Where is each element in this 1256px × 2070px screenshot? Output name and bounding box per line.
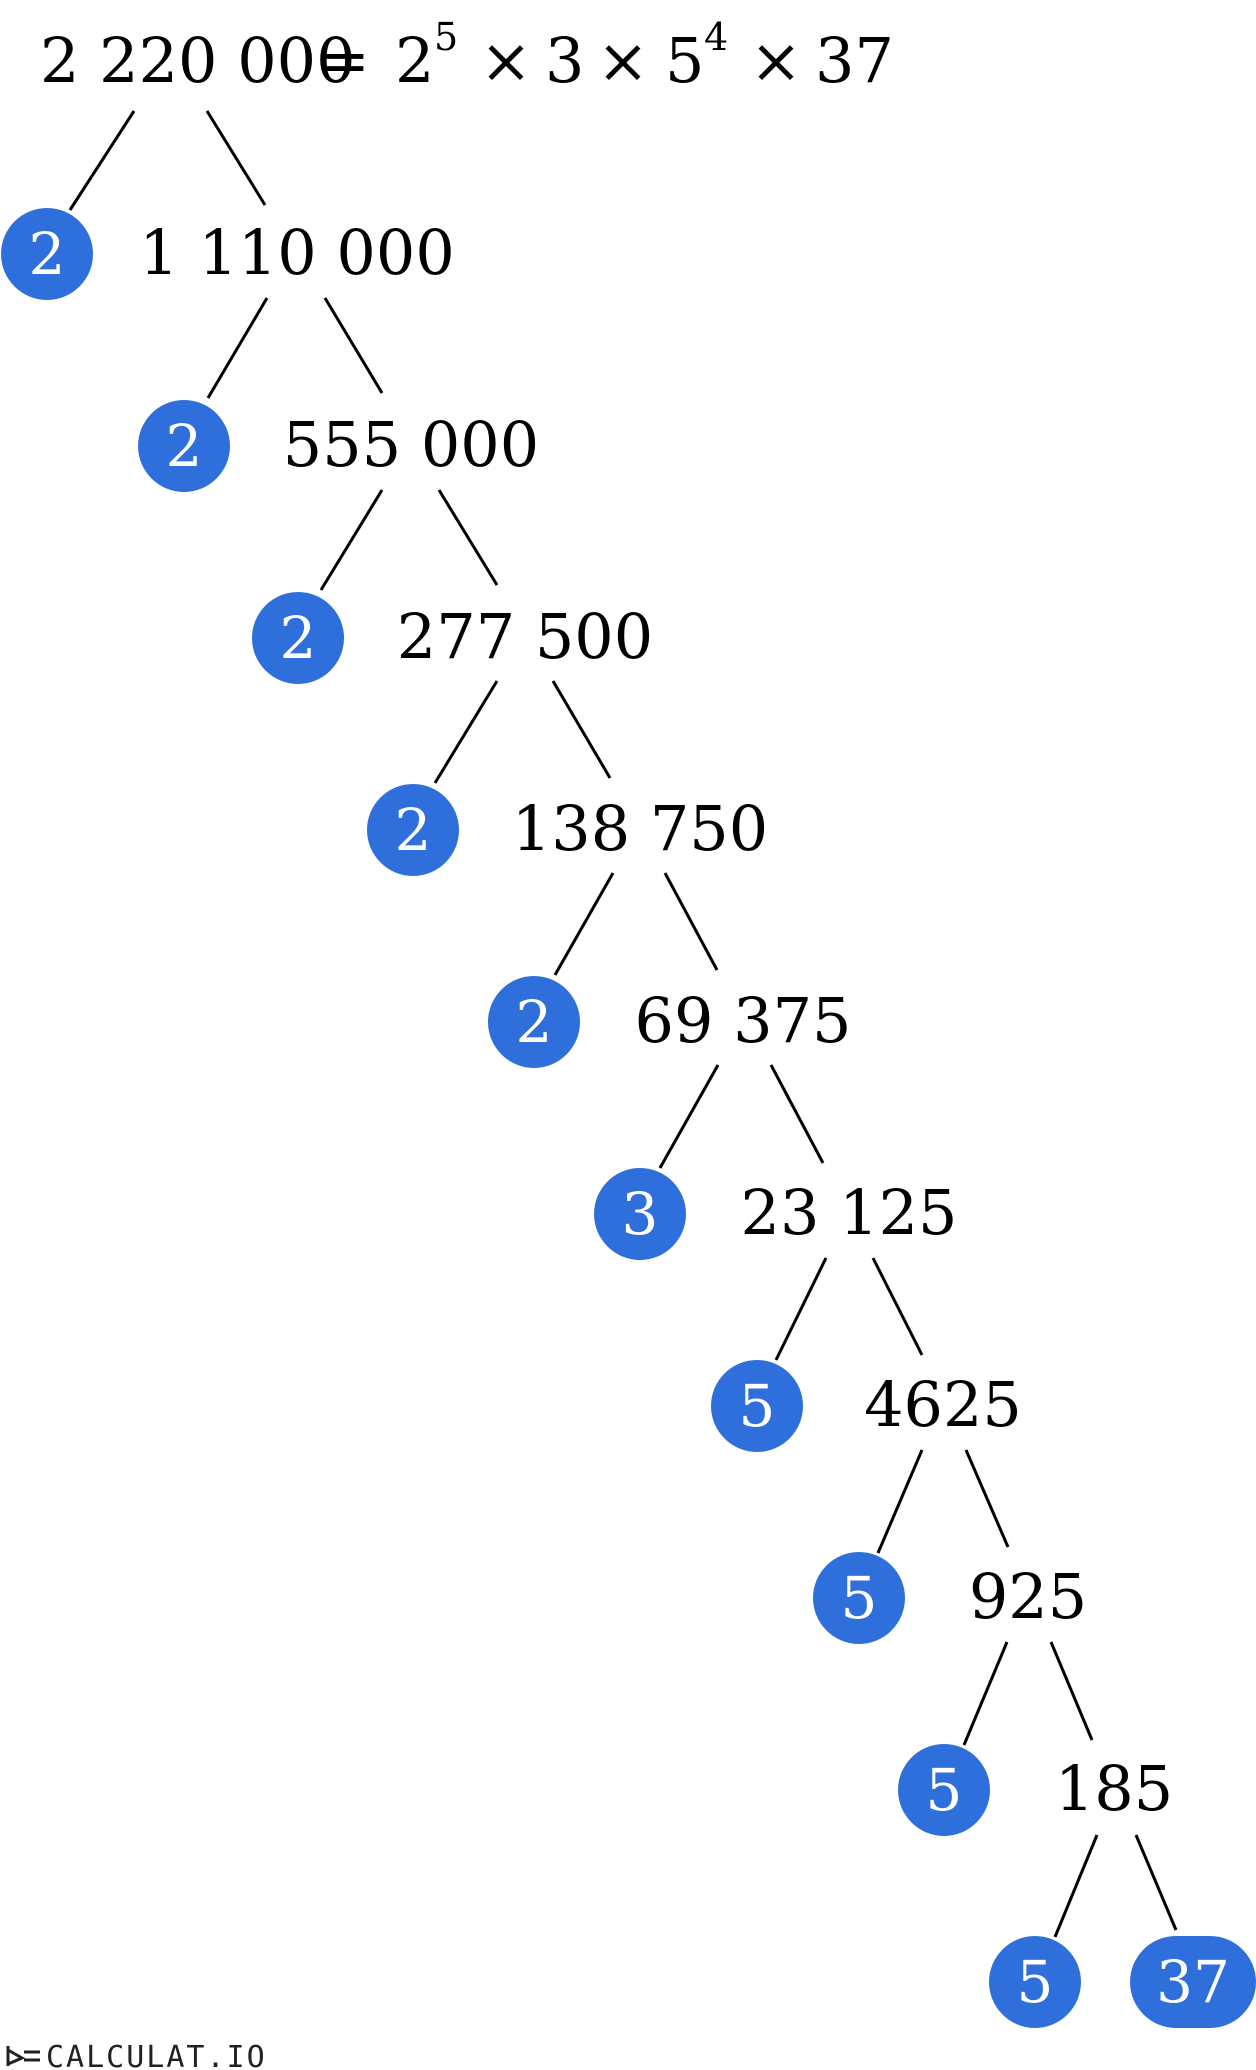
tree-edge	[206, 297, 269, 399]
tree-edge	[319, 489, 384, 591]
prime-factor-label: 37	[1156, 1948, 1230, 2016]
equation-number: 2 220 000	[40, 24, 356, 97]
tree-edge	[962, 1641, 1009, 1746]
prime-factor-label: 2	[166, 412, 203, 480]
prime-factor-node: 2	[1, 208, 93, 300]
equation-times: ×	[597, 24, 649, 97]
prime-factor-label: 2	[516, 988, 553, 1056]
quotient-label: 185	[1055, 1752, 1173, 1825]
tree-edge	[323, 297, 384, 394]
equation-term-base: 3	[545, 24, 584, 97]
equation-equals: =	[318, 24, 370, 97]
brand-logo: CALCULAT.IO	[6, 2040, 267, 2070]
equation-times: ×	[480, 24, 532, 97]
prime-factor-node: 5	[989, 1936, 1081, 2028]
quotient-label: 277 500	[397, 600, 653, 673]
prime-factor-label: 2	[395, 796, 432, 864]
prime-factor-label: 3	[622, 1180, 659, 1248]
prime-factor-node: 2	[138, 400, 230, 492]
prime-factor-label: 5	[926, 1756, 963, 1824]
prime-factor-node: 5	[711, 1360, 803, 1452]
tree-edges	[68, 110, 1178, 1938]
prime-factor-node: 37	[1130, 1936, 1256, 2028]
quotient-label: 555 000	[283, 408, 539, 481]
equation-times: ×	[750, 24, 802, 97]
prime-factor-node: 3	[594, 1168, 686, 1260]
quotient-label: 1 110 000	[139, 216, 455, 289]
tree-edge	[68, 110, 136, 211]
tree-edge	[1049, 1641, 1094, 1741]
tree-edge	[1134, 1834, 1178, 1931]
tree-edge	[437, 489, 499, 586]
tree-edge	[774, 1257, 828, 1361]
tree-edge	[663, 872, 719, 971]
tree-edge	[876, 1449, 924, 1554]
tree-edge	[769, 1064, 825, 1164]
prime-factor-label: 2	[280, 604, 317, 672]
tree-edge	[871, 1257, 924, 1356]
tree-edge	[553, 872, 615, 976]
tree-edge	[964, 1449, 1010, 1548]
equation-term-base: 37	[815, 24, 894, 97]
quotient-nodes: 1 110 000 555 000 277 500 138 750 69 375…	[139, 216, 1173, 1825]
quotient-label: 4625	[864, 1368, 1022, 1441]
tree-edge	[433, 680, 499, 784]
prime-factor-label: 2	[29, 220, 66, 288]
prime-factor-label: 5	[1017, 1948, 1054, 2016]
prime-factor-nodes: 2 2 2 2 2 3 5 5	[1, 208, 1256, 2028]
prime-factor-label: 5	[739, 1372, 776, 1440]
equation-term-exponent: 5	[434, 15, 458, 59]
factorization-equation: 2 220 000 = 2 5 × 3 × 5 4 × 37	[40, 15, 894, 97]
tree-edge	[658, 1064, 720, 1169]
brand-logo-text: CALCULAT.IO	[46, 2040, 267, 2070]
prime-factor-label: 5	[841, 1564, 878, 1632]
prime-factor-node: 5	[898, 1744, 990, 1836]
equation-term-exponent: 4	[704, 15, 728, 59]
quotient-label: 138 750	[512, 792, 768, 865]
quotient-label: 925	[969, 1560, 1087, 1633]
quotient-label: 69 375	[635, 984, 852, 1057]
prime-factor-node: 2	[252, 592, 344, 684]
prime-factor-node: 5	[813, 1552, 905, 1644]
equation-term-base: 2	[395, 24, 434, 97]
tree-edge	[551, 680, 612, 779]
calculat-logo-icon	[6, 2046, 40, 2066]
prime-factor-node: 2	[488, 976, 580, 1068]
tree-edge	[205, 110, 267, 206]
tree-edge	[1053, 1834, 1099, 1938]
prime-factor-node: 2	[367, 784, 459, 876]
quotient-label: 23 125	[741, 1176, 958, 1249]
equation-term-base: 5	[665, 24, 704, 97]
